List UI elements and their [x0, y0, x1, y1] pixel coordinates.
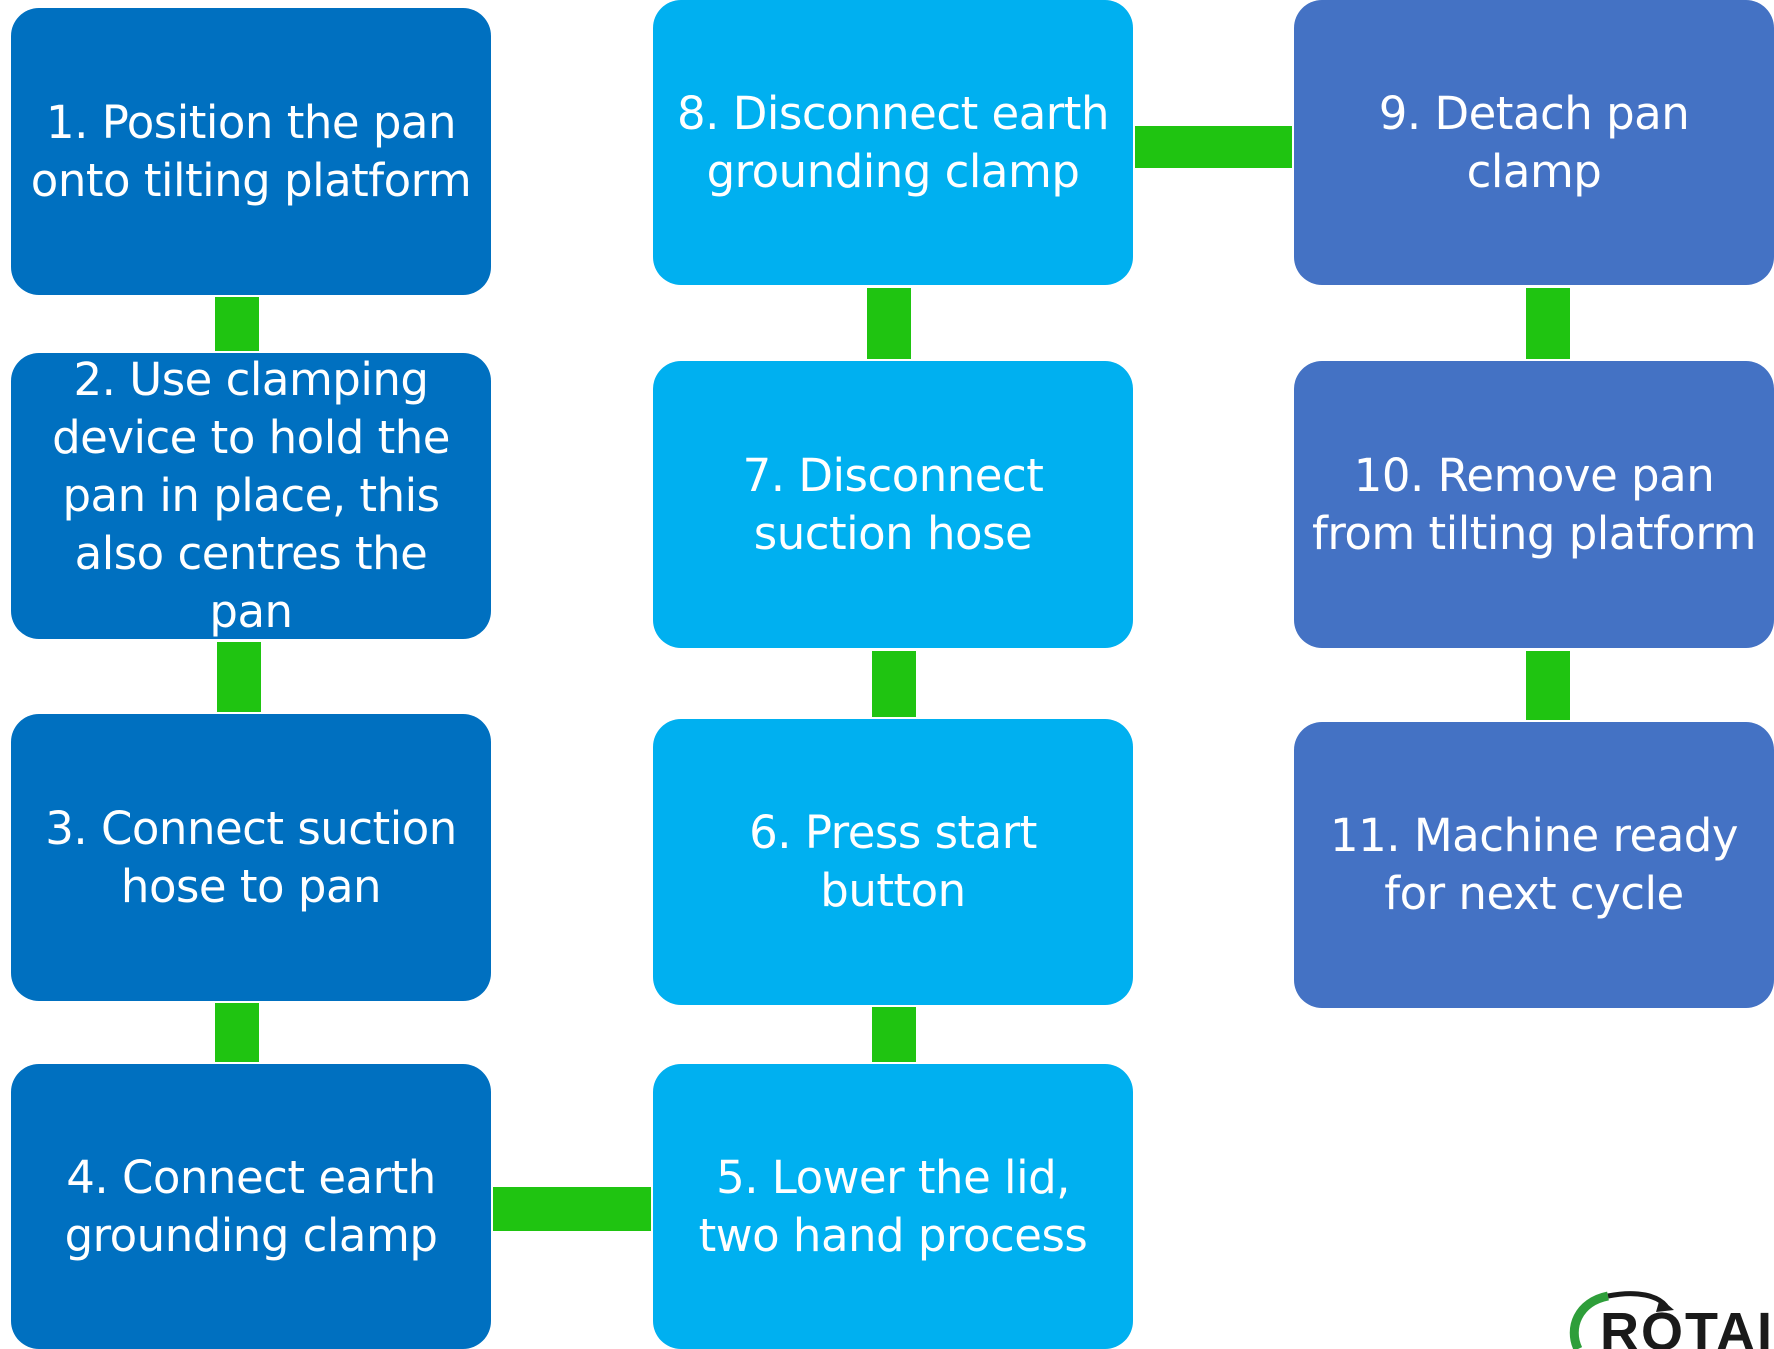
step-6-label: 6. Press start button	[749, 806, 1037, 917]
step-5-box: 5. Lower the lid, two hand process	[653, 1064, 1133, 1349]
connector-2-3	[217, 642, 261, 712]
step-4-box: 4. Connect earth grounding clamp	[11, 1064, 491, 1349]
connector-8-9	[1135, 126, 1292, 168]
step-11-box: 11. Machine ready for next cycle	[1294, 722, 1774, 1008]
step-10-label: 10. Remove pan from tilting platform	[1312, 448, 1756, 560]
step-2-label: 2. Use clamping device to hold the pan i…	[52, 353, 450, 638]
step-9-box: 9. Detach pan clamp	[1294, 0, 1774, 285]
connector-5-6	[872, 1007, 916, 1062]
logo-wordmark: ROTAIE	[1600, 1302, 1774, 1349]
step-4-label: 4. Connect earth grounding clamp	[64, 1150, 438, 1262]
step-7-box: 7. Disconnect suction hose	[653, 361, 1133, 648]
step-10-box: 10. Remove pan from tilting platform	[1294, 361, 1774, 648]
circular-arrow-logo-icon: ROTAIE	[1569, 1291, 1774, 1349]
step-7-label: 7. Disconnect suction hose	[742, 448, 1044, 560]
step-6-box: 6. Press start button	[653, 719, 1133, 1005]
connector-4-5	[493, 1187, 651, 1231]
connector-3-4	[215, 1003, 259, 1062]
connector-7-8	[867, 288, 911, 359]
step-5-label: 5. Lower the lid, two hand process	[698, 1150, 1088, 1262]
step-1-label: 1. Position the pan onto tilting platfor…	[30, 95, 472, 207]
connector-1-2	[215, 297, 259, 351]
connector-10-11	[1526, 651, 1570, 720]
rotaie-logo: ROTAIE	[1548, 1288, 1774, 1349]
step-9-label: 9. Detach pan clamp	[1378, 86, 1690, 198]
connector-6-7	[872, 651, 916, 717]
step-3-label: 3. Connect suction hose to pan	[45, 801, 457, 913]
connector-9-10	[1526, 288, 1570, 359]
step-1-box: 1. Position the pan onto tilting platfor…	[11, 8, 491, 295]
step-2-box: 2. Use clamping device to hold the pan i…	[11, 353, 491, 639]
step-8-label: 8. Disconnect earth grounding clamp	[677, 86, 1109, 198]
step-8-box: 8. Disconnect earth grounding clamp	[653, 0, 1133, 285]
step-11-label: 11. Machine ready for next cycle	[1329, 809, 1739, 920]
step-3-box: 3. Connect suction hose to pan	[11, 714, 491, 1001]
